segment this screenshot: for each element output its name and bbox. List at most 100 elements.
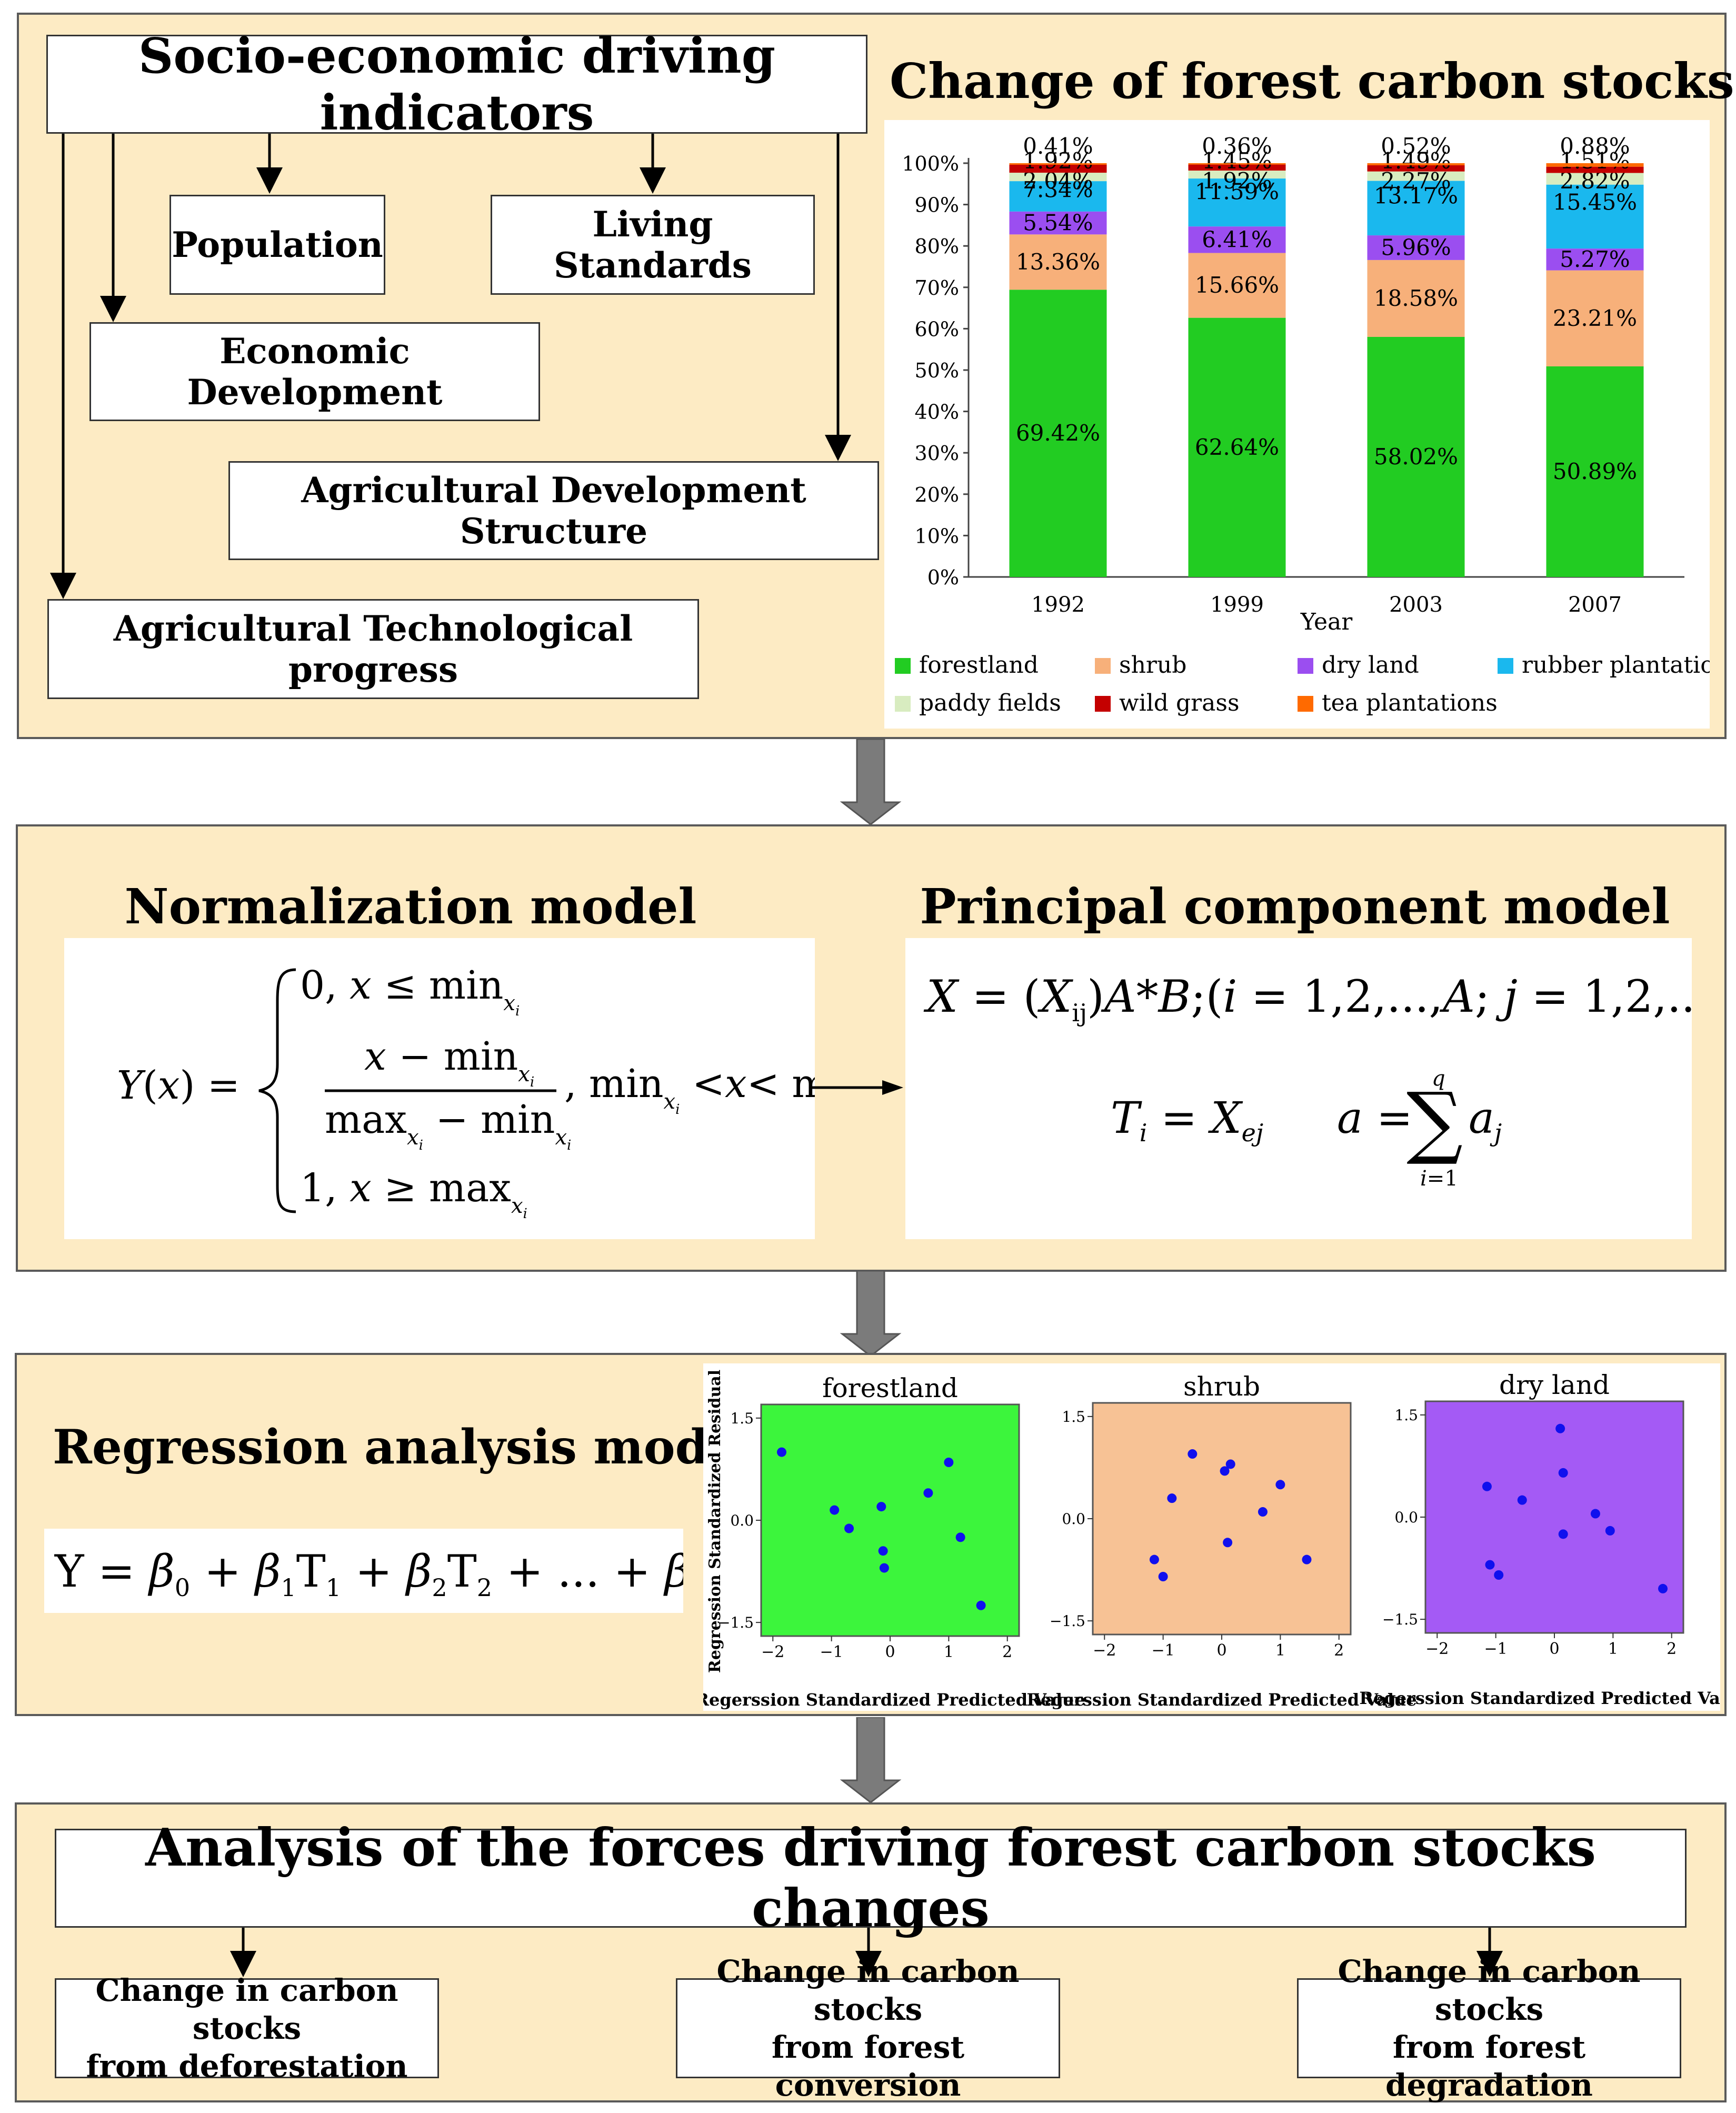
flow-arrow-2 — [840, 1271, 902, 1357]
data-label: 1.49% — [1381, 148, 1451, 174]
x-tick-label: −1 — [820, 1643, 843, 1661]
bar-segment-shrub-2003 — [1367, 260, 1465, 337]
degradation-box: Change in carbon stocks from forest degr… — [1297, 1953, 1681, 2103]
scatter-point — [1485, 1560, 1495, 1570]
scatter-point — [1558, 1468, 1568, 1478]
legend-label: forestland — [919, 652, 1039, 679]
scatter-point — [955, 1532, 965, 1542]
y-tick-label: 70% — [915, 276, 959, 300]
data-label: 2.27% — [1381, 168, 1451, 194]
bar-segment-paddy-fields-1992 — [1009, 173, 1107, 182]
svg-text:Ti = Xej: Ti = Xej — [1111, 1093, 1263, 1147]
y-tick-label: 0.0 — [1394, 1509, 1418, 1526]
svg-text:Y(x) =: Y(x) = — [117, 1063, 240, 1108]
agri-structure-label: Agricultural Development Structure — [301, 470, 806, 552]
normalization-to-pca-arrow — [811, 1080, 903, 1095]
y-tick-label: 50% — [915, 359, 959, 382]
stacked-chart-area: 0%10%20%30%40%50%60%70%80%90%100%69.42%1… — [884, 120, 1710, 729]
normalization-title: Normalization model — [124, 878, 697, 935]
regression-formula: Y = β0 + β1T1 + β2T2 + ... + βnTi — [54, 1546, 683, 1602]
scatter-point — [1220, 1466, 1230, 1476]
bar-segment-dry-land-1992 — [1009, 211, 1107, 235]
data-label: 23.21% — [1553, 305, 1637, 331]
scatter-point — [879, 1563, 889, 1573]
scatter-x-axis-label: Regerssion Standardized Predicted Value — [703, 1690, 1085, 1710]
x-tick-label: 2 — [1002, 1643, 1012, 1661]
scatter-title: shrub — [1183, 1371, 1260, 1402]
bar-segment-tea-plantations-1992 — [1009, 163, 1107, 165]
scatter-point — [1590, 1509, 1600, 1519]
scatter-title: forestland — [822, 1373, 958, 1403]
indicators-title: Socio-economic driving indicators — [138, 27, 776, 141]
data-label: 15.45% — [1553, 190, 1637, 215]
data-label: 11.59% — [1195, 179, 1279, 205]
scatter-x-axis-label: Regerssion Standardized Predicted Value — [1026, 1690, 1416, 1710]
scatter-point — [878, 1546, 888, 1556]
degradation-label: Change in carbon stocks from forest degr… — [1338, 1953, 1641, 2103]
normalization-formula: Y(x) = 0, x ≤ minxi x − minxi maxxi − mi… — [117, 963, 815, 1222]
scatter-point — [1188, 1449, 1198, 1459]
x-tick-label: −2 — [761, 1643, 784, 1661]
x-tick-label: 1 — [1608, 1640, 1618, 1658]
scatter-title: dry land — [1499, 1370, 1610, 1400]
bar-segment-wild-grass-2003 — [1367, 165, 1465, 172]
legend-swatch — [895, 658, 911, 674]
scatter-point — [1605, 1526, 1615, 1536]
bar-segment-wild-grass-1992 — [1009, 164, 1107, 173]
bar-segment-rubber-plantations-1999 — [1188, 178, 1286, 227]
data-label: 69.42% — [1016, 420, 1100, 446]
scatter-point — [844, 1523, 854, 1533]
legend-swatch — [1298, 696, 1313, 712]
svg-text:i=1: i=1 — [1420, 1167, 1458, 1191]
scatter-x-axis-label: Regerssion Standardized Predicted Value — [1359, 1688, 1720, 1708]
scatter-point — [1494, 1570, 1504, 1580]
x-tick-label: 0 — [1216, 1641, 1226, 1660]
data-label: 1.92% — [1202, 168, 1272, 194]
living-standards-label: Living Standards — [554, 204, 752, 286]
x-tick-label: −2 — [1093, 1641, 1116, 1660]
data-label: 50.89% — [1553, 459, 1637, 484]
bar-segment-paddy-fields-2003 — [1367, 171, 1465, 181]
bar-segment-rubber-plantations-2003 — [1367, 181, 1465, 236]
data-label: 0.36% — [1202, 133, 1272, 159]
data-label: 1.45% — [1202, 148, 1272, 174]
scatter-point — [1658, 1583, 1668, 1593]
data-label: 13.17% — [1374, 183, 1458, 209]
scatter-point — [1517, 1495, 1527, 1505]
scatter-point — [1558, 1529, 1568, 1539]
population-box: Population — [169, 195, 385, 295]
agri-structure-box: Agricultural Development Structure — [228, 461, 879, 560]
y-tick-label: 0% — [927, 566, 959, 589]
data-label: 15.66% — [1195, 272, 1279, 298]
svg-text:a =: a = — [1337, 1093, 1413, 1143]
indicators-title-box: Socio-economic driving indicators — [46, 27, 867, 141]
pca-formula: X = (Xij)A*B;(i = 1,2,...,A; j = 1,2,...… — [923, 971, 1692, 1191]
bar-segment-paddy-fields-2007 — [1546, 173, 1644, 185]
bar-segment-dry-land-2007 — [1546, 248, 1644, 271]
x-tick-label: −2 — [1425, 1640, 1449, 1658]
y-tick-label: −1.5 — [718, 1614, 754, 1631]
x-tick-label: 1 — [944, 1643, 954, 1661]
stacked-bar-chart: 0%10%20%30%40%50%60%70%80%90%100%69.42%1… — [895, 133, 1710, 716]
bar-segment-shrub-1992 — [1009, 234, 1107, 290]
x-tick-label: 2007 — [1568, 593, 1622, 617]
scatter-point — [944, 1458, 954, 1467]
scatter-point — [1258, 1507, 1268, 1517]
flow-arrow-1 — [840, 739, 902, 825]
scatter-point — [1149, 1554, 1159, 1564]
regression-title: Regression analysis model — [53, 1419, 757, 1475]
scatter-point — [1167, 1493, 1177, 1503]
x-tick-label: 2 — [1334, 1641, 1344, 1660]
data-label: 1.51% — [1560, 148, 1630, 174]
scatter-plot-background — [1092, 1402, 1352, 1636]
scatter-point — [1555, 1423, 1565, 1433]
scatter-point — [830, 1505, 840, 1515]
y-tick-label: 60% — [915, 317, 959, 341]
y-tick-label: 10% — [915, 524, 959, 547]
chart-title: Change of forest carbon stocks — [890, 53, 1734, 109]
legend-label: tea plantations — [1322, 690, 1498, 716]
x-tick-label: 1 — [1275, 1641, 1285, 1660]
scatter-point — [1482, 1481, 1492, 1491]
bar-segment-forestland-2007 — [1546, 366, 1644, 577]
